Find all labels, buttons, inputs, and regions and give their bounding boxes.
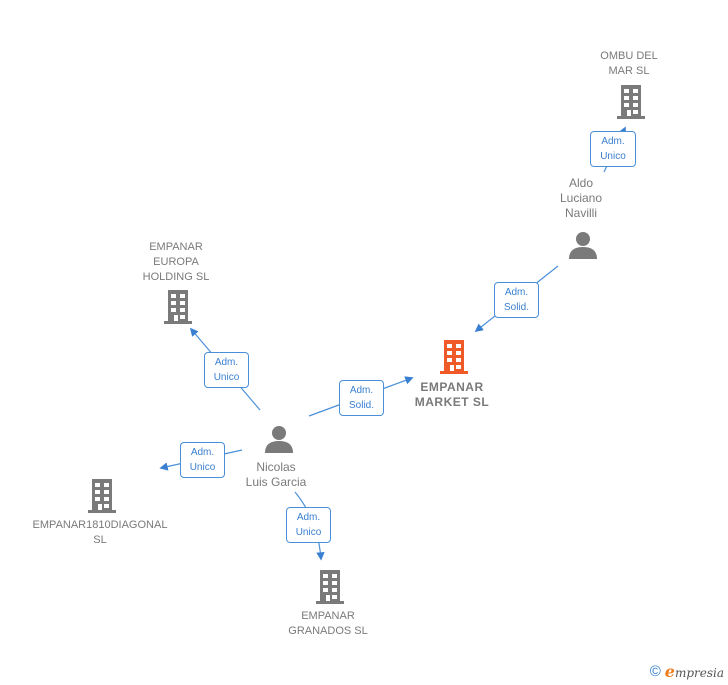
company-label-granados: EMPANAR GRANADOS SL [288,610,368,637]
person-label-aldo: Aldo Luciano Navilli [559,176,603,220]
building-icon[interactable] [314,570,346,609]
empresia-watermark: © empresia [650,662,724,681]
company-label-europa: EMPANAR EUROPA HOLDING SL [142,241,210,283]
copyright-icon: © [649,663,661,680]
role-badge-adm-solid: Adm. Solid. [339,380,384,416]
company-label-diagonal: EMPANAR1810DIAGONAL SL [32,519,168,546]
role-badge-adm-unico: Adm. Unico [286,507,331,543]
brand-logo: empresia [664,662,724,681]
role-badge-adm-unico: Adm. Unico [204,352,249,388]
building-icon[interactable] [86,479,118,518]
company-label-ombu: OMBU DEL MAR SL [600,50,658,77]
person-icon[interactable] [568,230,598,265]
building-icon[interactable] [162,290,194,329]
person-label-nicolas: Nicolas Luis Garcia [245,460,307,489]
role-badge-adm-solid: Adm. Solid. [494,282,539,318]
building-icon[interactable] [615,85,647,124]
person-icon[interactable] [264,424,294,459]
building-icon-main[interactable] [438,340,470,379]
role-badge-adm-unico: Adm. Unico [590,131,636,167]
role-badge-adm-unico: Adm. Unico [180,442,225,478]
company-label-market: EMPANAR MARKET SL [414,380,490,409]
